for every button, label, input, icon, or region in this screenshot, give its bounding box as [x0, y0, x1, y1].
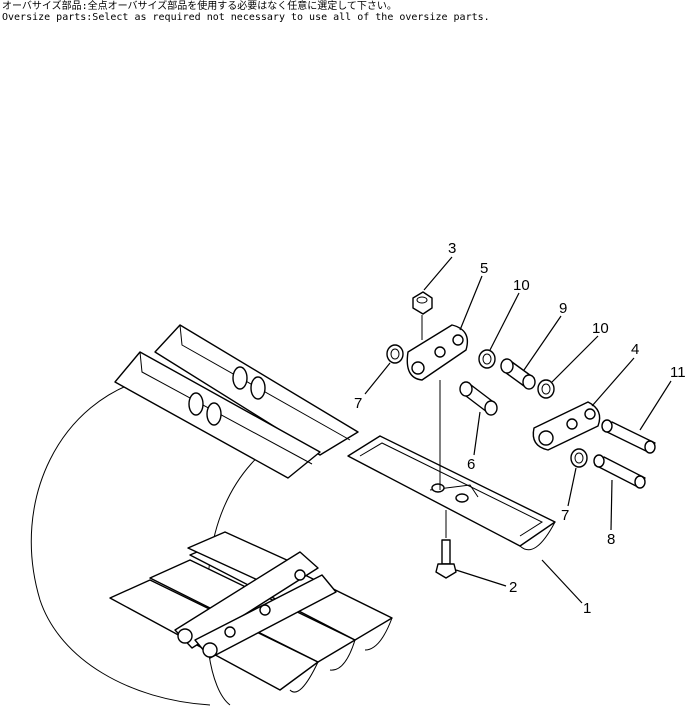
part-10-spacer-upper	[478, 349, 496, 369]
callout-3: 3	[448, 240, 456, 257]
part-7-seal-upper	[386, 344, 404, 364]
upper-track-shoes	[114, 324, 359, 479]
part-10-spacer-lower	[537, 379, 555, 399]
lower-track-assembly	[109, 531, 393, 693]
part-1-track-shoe	[347, 435, 556, 551]
callout-11: 11	[670, 364, 686, 381]
part-6-bushing	[459, 381, 498, 416]
callout-4: 4	[631, 341, 639, 358]
part-4-link	[532, 401, 601, 451]
callout-6: 6	[467, 456, 475, 473]
part-5-master-link	[406, 324, 469, 381]
callout-7-lower: 7	[561, 507, 569, 524]
callout-9: 9	[559, 300, 567, 317]
oversize-note-japanese: オーバサイズ部品:全点オーバサイズ部品を使用する必要はなく任意に選定して下さい。	[2, 1, 397, 12]
callout-10-lower: 10	[592, 320, 609, 337]
part-11-pin	[601, 419, 656, 454]
callout-1: 1	[583, 600, 591, 617]
callout-5: 5	[480, 260, 488, 277]
part-2-shoe-bolt	[435, 539, 457, 579]
part-7-seal-lower	[570, 448, 588, 468]
part-3-nut	[412, 291, 433, 315]
callout-10-upper: 10	[513, 277, 530, 294]
part-8-pin	[593, 454, 646, 489]
oversize-note-english: Oversize parts:Select as required not ne…	[2, 12, 490, 23]
part-9-bushing	[500, 358, 536, 390]
callout-8: 8	[607, 531, 615, 548]
leader-lines	[364, 256, 672, 604]
callout-7-upper: 7	[354, 395, 362, 412]
callout-2: 2	[509, 579, 517, 596]
